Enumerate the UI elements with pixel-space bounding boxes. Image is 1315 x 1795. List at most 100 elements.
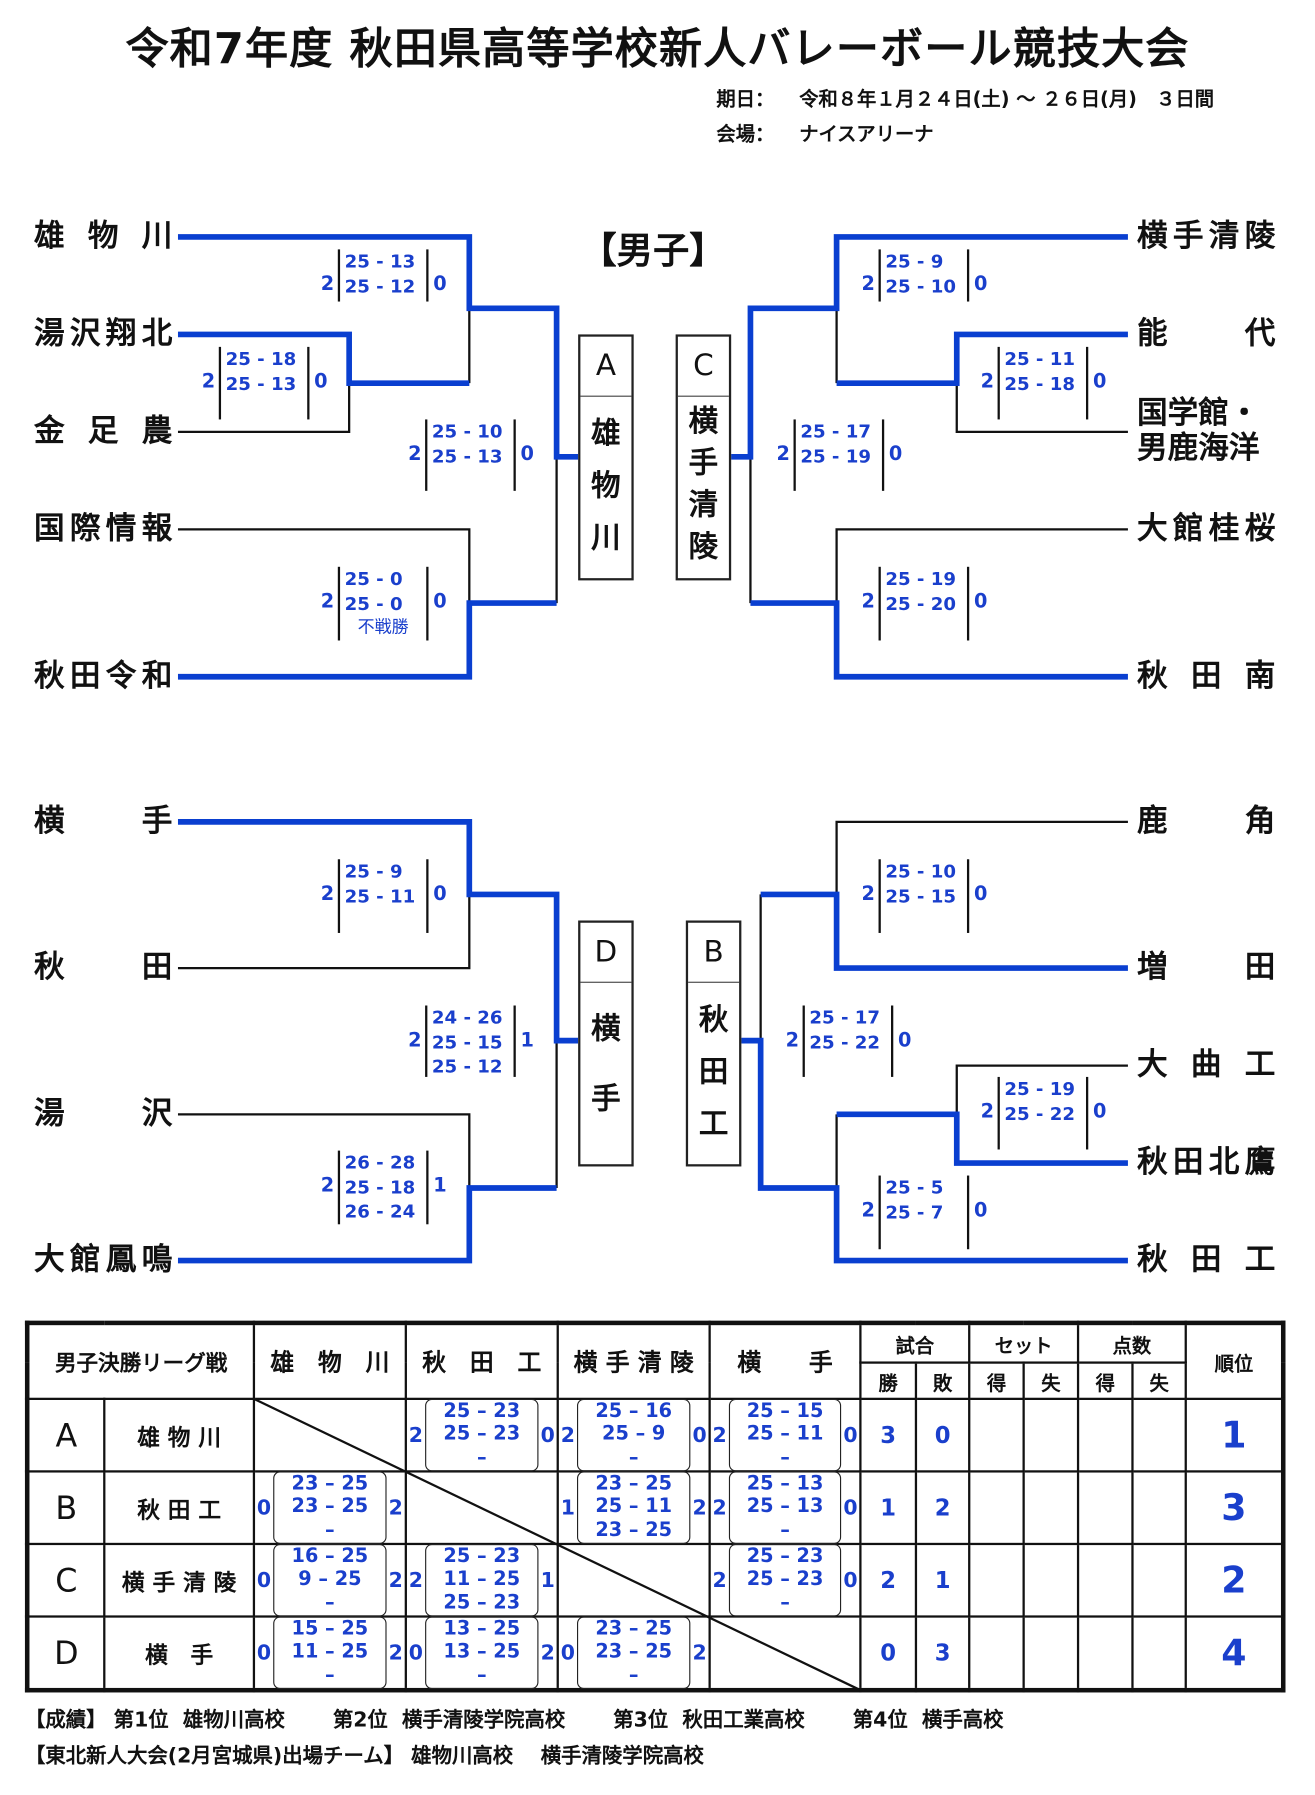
- empty-stat-cell: [1022, 1470, 1080, 1546]
- sets-won-right: 0: [433, 590, 447, 614]
- sets-won-left: 2: [861, 590, 875, 614]
- rank: 1: [1184, 1397, 1285, 1473]
- wins: 1: [859, 1470, 918, 1546]
- group-header: 点数: [1076, 1321, 1187, 1364]
- block-letter: A: [580, 337, 632, 397]
- wins: 0: [859, 1615, 918, 1692]
- set-score: 25 - 17: [809, 1006, 881, 1029]
- set-score: 23 – 25: [595, 1519, 673, 1542]
- sets-lost: 2: [388, 1568, 403, 1593]
- sets-won-right: 0: [973, 590, 988, 614]
- winner-line: [728, 234, 1128, 460]
- team-name: 湯沢翔北: [34, 316, 173, 352]
- team-name: 大曲工: [1137, 1047, 1276, 1083]
- char: 横: [688, 404, 719, 439]
- sets-won-left: 2: [776, 443, 790, 466]
- set-score: 9 – 25: [298, 1568, 362, 1591]
- walkover-note: 不戦勝: [357, 616, 409, 638]
- empty-stat-cell: [1131, 1542, 1187, 1618]
- block-b-box: B 秋田工: [685, 920, 742, 1167]
- char: 秋: [698, 1003, 729, 1038]
- row-team-name: 秋 田 工: [103, 1470, 256, 1546]
- sets-won: 2: [712, 1423, 727, 1448]
- sets-won-right: 1: [433, 1174, 447, 1198]
- set-score: 11 – 25: [443, 1568, 521, 1591]
- sets-won-right: 0: [1092, 370, 1107, 394]
- venue-value: ナイスアリーナ: [799, 123, 934, 147]
- sets-won-right: 0: [433, 273, 447, 296]
- set-score: 25 - 20: [885, 592, 956, 614]
- sets-won-right: 0: [897, 1029, 912, 1052]
- row-letter: A: [26, 1397, 106, 1473]
- empty-stat-cell: [968, 1470, 1025, 1546]
- team-name: 鹿角: [1137, 803, 1276, 839]
- team-name: 秋田南: [1137, 658, 1276, 694]
- block-d-box: D 横手: [578, 920, 634, 1167]
- sub-header: 失: [1022, 1361, 1080, 1400]
- char: 手: [591, 1082, 621, 1117]
- set-score: 25 - 12: [431, 1055, 503, 1077]
- row-letter: C: [26, 1542, 106, 1618]
- empty-stat-cell: [968, 1542, 1025, 1618]
- set-score: 25 - 10: [885, 274, 956, 297]
- sets-won-left: 2: [861, 273, 875, 296]
- sets-won-right: 0: [520, 443, 534, 466]
- set-score: 25 - 15: [431, 1031, 503, 1053]
- block-winner: 横手: [580, 983, 631, 1135]
- sub-header: 得: [968, 1361, 1025, 1400]
- team-name: 大館桂桜: [1137, 511, 1276, 547]
- set-score: –: [476, 1664, 487, 1687]
- char: 清: [688, 488, 719, 523]
- set-score: 25 – 23: [443, 1399, 521, 1423]
- division-heading: 【男子】: [580, 228, 726, 273]
- empty-stat-cell: [1076, 1542, 1134, 1618]
- sets-won: 0: [256, 1640, 272, 1665]
- block-letter: C: [677, 337, 729, 397]
- sets-won-right: 0: [973, 273, 988, 296]
- sets-won: 2: [560, 1423, 575, 1448]
- set-score: 25 - 11: [344, 884, 416, 907]
- set-score: 25 – 23: [746, 1568, 824, 1591]
- set-score: –: [325, 1664, 335, 1687]
- team-name: 金足農: [34, 413, 173, 449]
- set-score: 24 - 26: [431, 1006, 503, 1029]
- set-score: 25 - 18: [344, 1176, 416, 1198]
- team-name: 能代: [1137, 316, 1276, 352]
- char: 田: [698, 1055, 729, 1090]
- league-table: 男子決勝リーグ戦 雄 物 川 秋 田 工 横 手 清 陵 横 手 試合 セット …: [24, 1320, 1286, 1693]
- diagonal-line: [253, 1398, 859, 1691]
- sets-won-right: 0: [973, 883, 988, 906]
- sets-won-right: 0: [888, 443, 903, 466]
- sets-won: 2: [712, 1495, 727, 1520]
- set-score: 25 - 18: [1004, 372, 1076, 394]
- sets-won-right: 0: [1092, 1100, 1107, 1124]
- row-team-name: 横 手 清 陵: [103, 1542, 256, 1618]
- sets-won: 0: [256, 1568, 272, 1593]
- char: 雄: [591, 417, 621, 452]
- winner-line: [739, 1037, 1128, 1264]
- empty-stat-cell: [1022, 1615, 1080, 1692]
- set-score: 25 – 16: [595, 1399, 673, 1423]
- char: 工: [698, 1107, 729, 1142]
- winner-line: [177, 1185, 557, 1264]
- set-score: –: [628, 1664, 639, 1687]
- sets-lost: 2: [692, 1495, 707, 1520]
- sets-won-left: 2: [408, 1029, 422, 1052]
- set-score: 23 – 25: [595, 1617, 673, 1641]
